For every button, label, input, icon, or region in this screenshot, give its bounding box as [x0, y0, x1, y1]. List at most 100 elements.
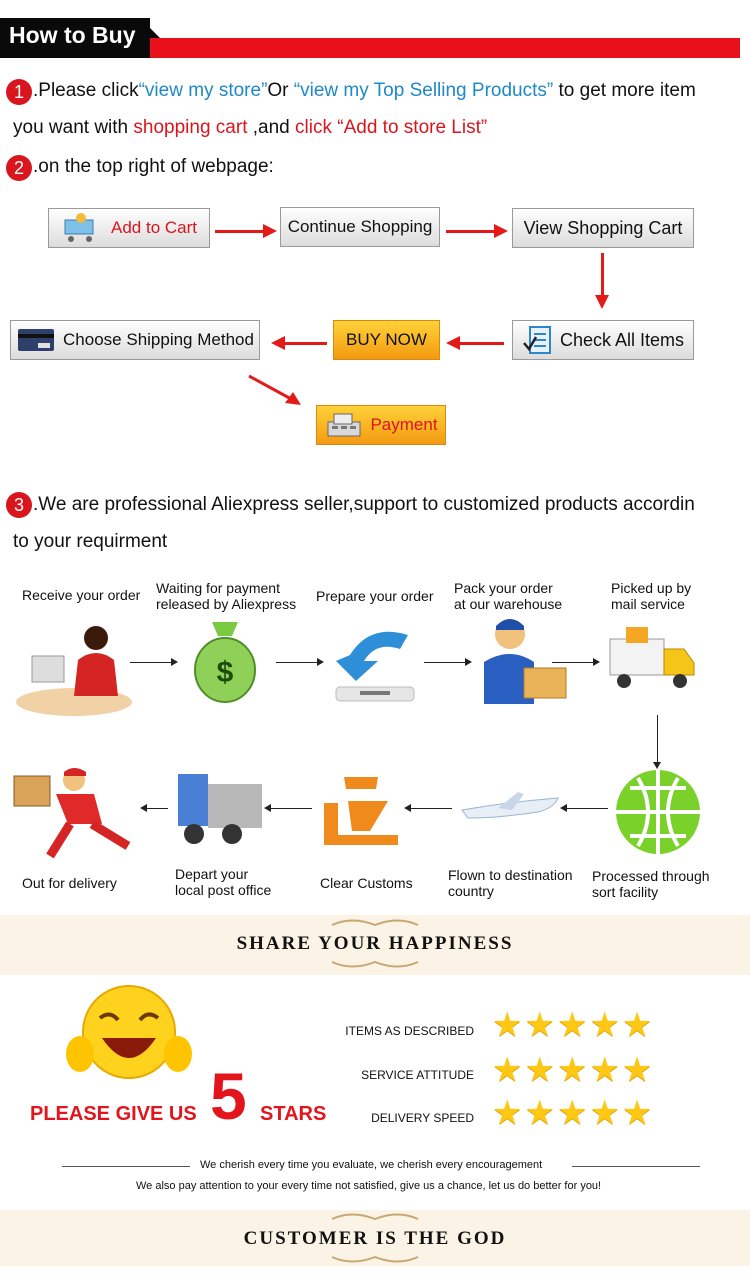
view-store-link[interactable]: “view my store” — [138, 80, 268, 101]
credit-card-icon — [18, 329, 55, 351]
step-3-line-2: to your requirment — [13, 531, 168, 552]
cart-icon — [64, 213, 94, 242]
money-bag-icon: $ — [194, 622, 256, 703]
process-arrow-4 — [552, 658, 600, 666]
depart-line-2: local post office — [175, 882, 272, 898]
stars-word: STARS — [260, 1103, 327, 1125]
process-arrow-1 — [130, 658, 178, 666]
step-1-want: you want with — [13, 117, 134, 138]
globe-icon — [616, 770, 700, 854]
top-selling-link[interactable]: “view my Top Selling Products” — [293, 80, 554, 101]
post-truck-icon — [178, 774, 262, 844]
flow-arrow-3 — [446, 336, 504, 350]
process-arrow-2 — [276, 658, 324, 666]
sort-line-1: Processed through — [592, 868, 710, 884]
step-1-badge: 1 — [6, 79, 32, 105]
step-3-badge: 3 — [6, 492, 32, 518]
choose-shipping-button[interactable]: Choose Shipping Method — [10, 320, 260, 360]
ornament-top-icon — [331, 919, 419, 927]
please-give-text: PLEASE GIVE US — [30, 1103, 197, 1125]
ornament-bottom-icon — [331, 960, 419, 968]
step-2-badge: 2 — [6, 155, 32, 181]
add-store-list-text: click “Add to store List” — [295, 117, 488, 138]
check-all-items-button[interactable]: Check All Items — [512, 320, 694, 360]
person-at-computer-icon — [16, 626, 132, 716]
money-bag-symbol: $ — [217, 656, 234, 689]
process-arrow-5 — [140, 804, 168, 812]
rating-label-delivery: DELIVERY SPEED — [371, 1111, 474, 1125]
flow-arrow-4 — [271, 336, 327, 350]
separator-left — [62, 1166, 190, 1167]
rating-stars-items: ★★★★★ — [492, 1006, 655, 1044]
out-for-delivery-label: Out for delivery — [22, 875, 117, 891]
attention-text: We also pay attention to your every time… — [136, 1180, 602, 1192]
receive-order-label: Receive your order — [22, 587, 141, 603]
process-arrow-3 — [424, 658, 472, 666]
process-arrow-6 — [264, 804, 312, 812]
clear-customs-label: Clear Customs — [320, 875, 413, 891]
add-to-cart-label: Add to Cart — [111, 218, 197, 237]
airplane-icon — [461, 792, 559, 819]
shopping-cart-text: shopping cart — [133, 117, 248, 138]
sort-line-2: sort facility — [592, 884, 659, 900]
continue-shopping-button[interactable]: Continue Shopping — [280, 207, 440, 247]
payment-button[interactable]: Payment — [316, 405, 446, 445]
step-1-line-1: .Please click“view my store”Or “view my … — [33, 80, 696, 102]
share-title: SHARE YOUR HAPPINESS — [236, 933, 514, 954]
five-number: 5 — [210, 1059, 247, 1133]
flow-arrow-diagonal — [248, 374, 301, 405]
step-2-text: .on the top right of webpage: — [33, 156, 274, 177]
page-title: How to Buy — [9, 22, 136, 48]
waiting-line-2: released by Aliexpress — [156, 596, 297, 612]
rating-label-items: ITEMS AS DESCRIBED — [345, 1024, 474, 1038]
picked-line-2: mail service — [611, 596, 685, 612]
header-red-bar — [150, 38, 740, 58]
step-1-more: to get more item — [553, 80, 696, 101]
buy-now-button[interactable]: BUY NOW — [333, 320, 440, 360]
running-courier-icon — [13, 768, 131, 859]
choose-shipping-label: Choose Shipping Method — [63, 330, 254, 349]
separator-right — [572, 1166, 700, 1167]
checklist-icon — [523, 326, 551, 354]
process-arrow-7 — [404, 804, 452, 812]
flow-arrow-down — [595, 253, 609, 309]
pack-line-1: Pack your order — [454, 580, 553, 596]
waiting-line-1: Waiting for payment — [156, 580, 280, 596]
warehouse-worker-icon — [484, 619, 567, 704]
prepare-order-label: Prepare your order — [316, 588, 434, 604]
add-to-cart-button[interactable]: Add to Cart — [48, 208, 210, 248]
flow-arrow-1 — [215, 224, 277, 238]
customs-officer-icon — [324, 777, 398, 845]
check-all-items-label: Check All Items — [559, 329, 685, 350]
laughing-emoji-icon — [66, 985, 192, 1079]
step-1-line-2: you want with shopping cart ,and click “… — [13, 117, 487, 139]
rating-stars-delivery: ★★★★★ — [492, 1094, 655, 1132]
payment-label: Payment — [370, 415, 438, 434]
delivery-truck-icon — [609, 627, 695, 688]
step-1-text: .Please click — [33, 80, 139, 101]
flown-line-1: Flown to destination — [448, 867, 573, 883]
process-arrow-8 — [560, 804, 608, 812]
flow-arrow-2 — [446, 224, 508, 238]
step-1-and: ,and — [247, 117, 296, 138]
cash-register-icon — [327, 413, 361, 437]
picked-line-1: Picked up by — [611, 580, 692, 596]
pack-line-2: at our warehouse — [454, 596, 563, 612]
process-arrow-down — [653, 715, 661, 769]
footer-title: CUSTOMER IS THE GOD — [243, 1228, 507, 1249]
rating-stars-service: ★★★★★ — [492, 1051, 655, 1089]
download-arrow-icon — [335, 631, 415, 702]
step-3-line-1: .We are professional Aliexpress seller,s… — [33, 494, 695, 515]
cherish-text: We cherish every time you evaluate, we c… — [200, 1159, 543, 1171]
rating-label-service: SERVICE ATTITUDE — [361, 1068, 474, 1082]
flown-line-2: country — [448, 883, 494, 899]
header-black-tab — [0, 18, 150, 58]
footer-ornament-top-icon — [331, 1213, 419, 1221]
footer-ornament-bottom-icon — [331, 1255, 419, 1263]
view-shopping-cart-button[interactable]: View Shopping Cart — [512, 208, 694, 248]
